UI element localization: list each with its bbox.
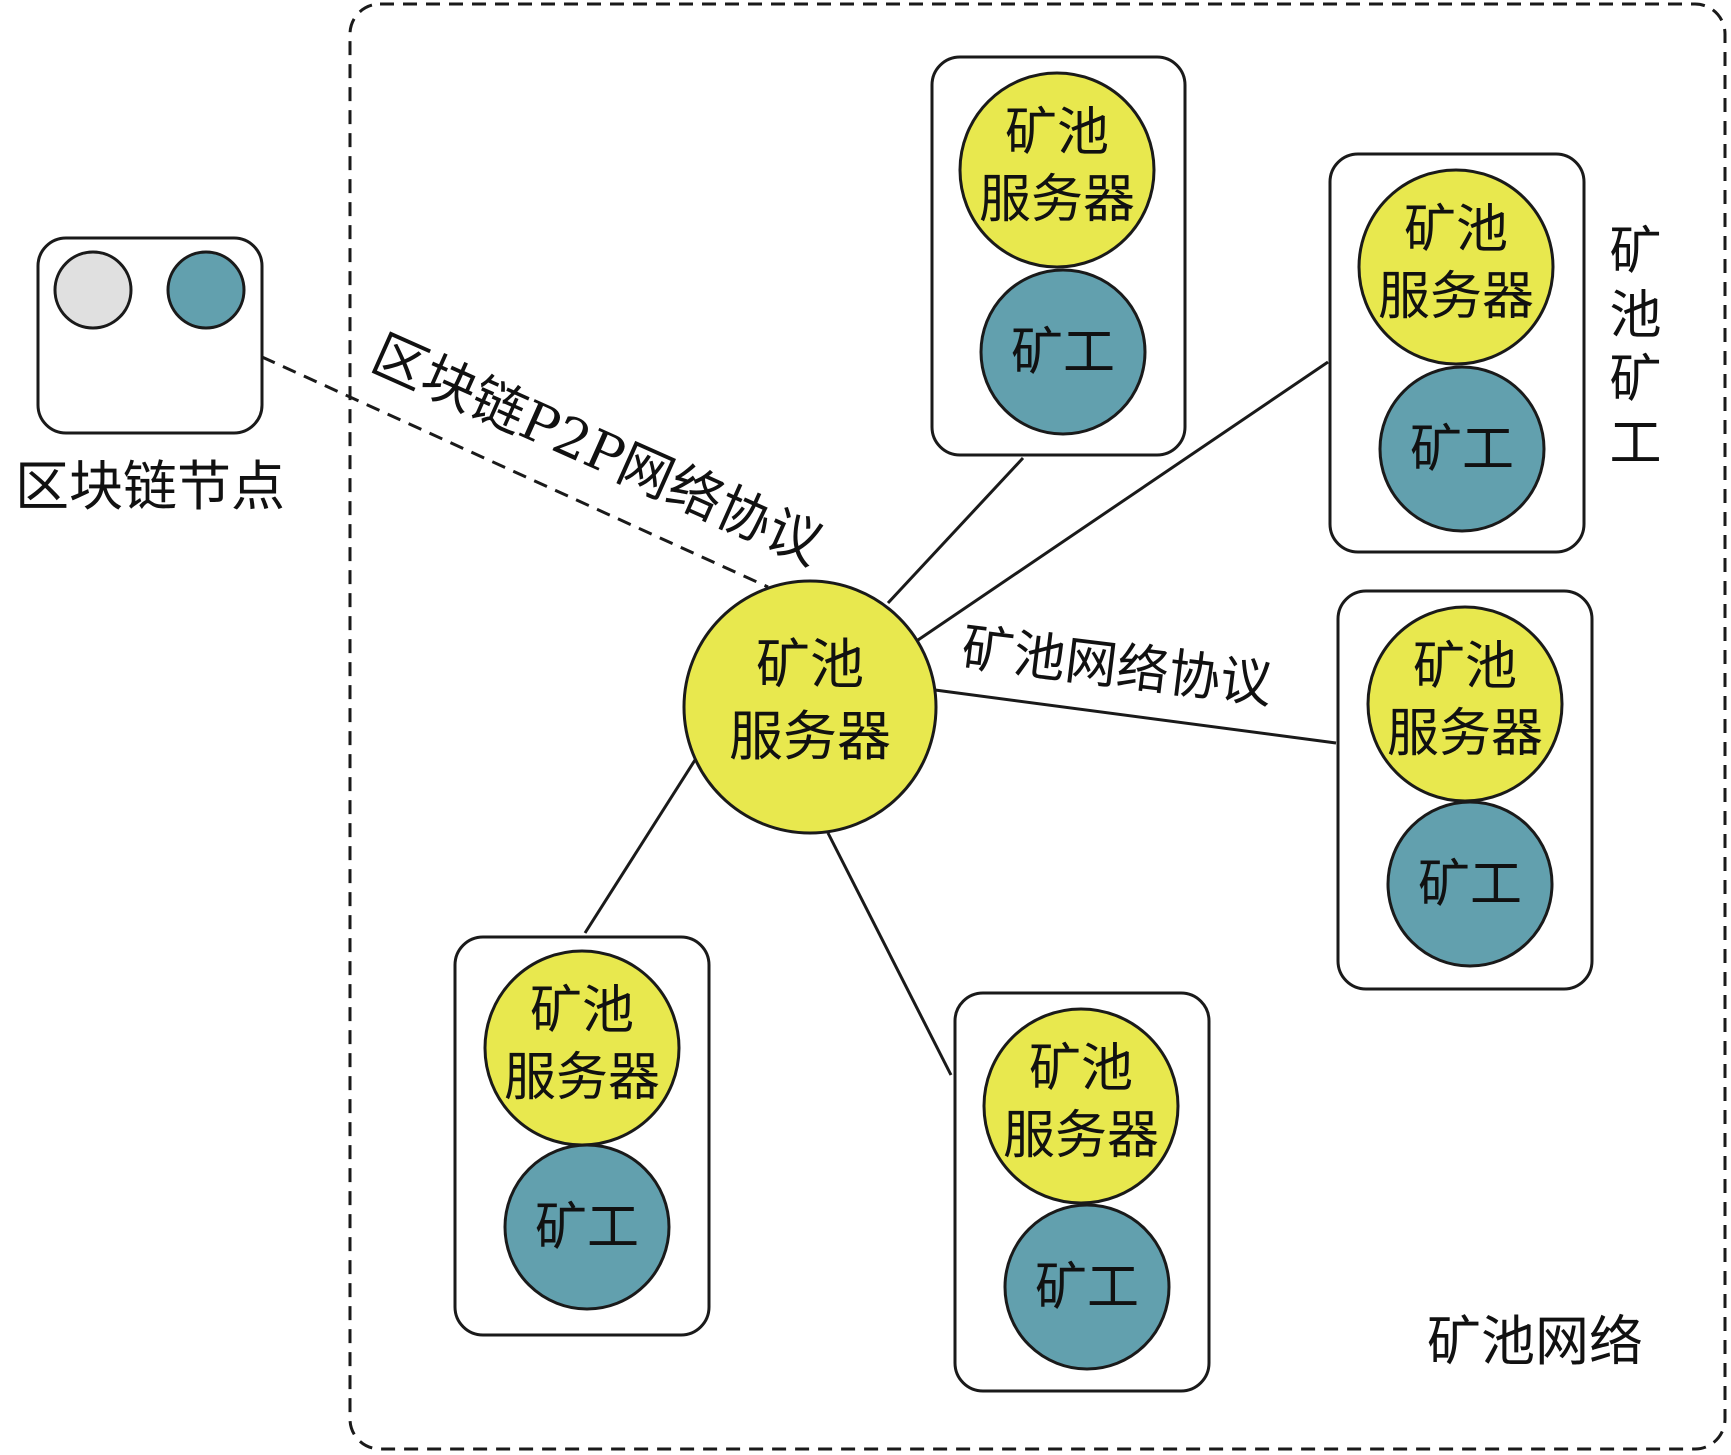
pool-miner-label: 矿池矿工 (1600, 223, 1660, 479)
worker-circle (979, 268, 1147, 436)
pool-server-label-line1: 矿池 (1005, 103, 1109, 163)
node-teal-circle (166, 250, 246, 330)
pool-server-label-line2: 服务器 (1387, 704, 1543, 764)
worker-circle (503, 1143, 671, 1311)
worker-label: 矿工 (535, 1198, 639, 1258)
central-server-circle (682, 579, 938, 835)
pool-link-bottom-left (583, 759, 697, 934)
miner-unit: 矿池 服务器 矿工 (1328, 152, 1586, 554)
pool-server-label-line1: 矿池 (530, 981, 634, 1041)
pool-server-label-line1: 矿池 (1413, 637, 1517, 697)
blockchain-node-label: 区块链节点 (15, 455, 285, 518)
pool-server-circle (982, 1007, 1180, 1205)
central-server-line1: 矿池 (756, 633, 864, 696)
worker-label: 矿工 (1035, 1258, 1139, 1318)
worker-label: 矿工 (1410, 420, 1514, 480)
pool-link-bottom-right (826, 832, 953, 1076)
node-gray-circle (53, 250, 133, 330)
miner-unit: 矿池 服务器 矿工 (1336, 589, 1594, 991)
pool-server-label-line2: 服务器 (504, 1048, 660, 1108)
worker-label: 矿工 (1418, 855, 1522, 915)
worker-circle (1378, 365, 1546, 533)
worker-circle (1003, 1203, 1171, 1371)
connections (261, 355, 1337, 1076)
pool-link-right-lower (934, 688, 1337, 745)
blockchain-node (36, 236, 264, 435)
pool-network-boundary (348, 2, 1727, 1451)
miner-unit: 矿池 服务器 矿工 (453, 935, 711, 1337)
pool-link-right-upper (917, 360, 1329, 642)
miner-unit: 矿池 服务器 矿工 (953, 991, 1211, 1393)
pool-server-label-line2: 服务器 (1003, 1106, 1159, 1166)
pool-server-label-line2: 服务器 (979, 170, 1135, 230)
pool-link-top (886, 456, 1025, 605)
worker-label: 矿工 (1011, 323, 1115, 383)
worker-circle (1386, 800, 1554, 968)
pool-server-label-line2: 服务器 (1378, 267, 1534, 327)
central-pool-server: 矿池 服务器 (682, 579, 938, 835)
p2p-protocol-label: 区块链P2P网络协议 (363, 322, 832, 577)
central-server-line2: 服务器 (729, 705, 891, 768)
pool-server-circle (958, 71, 1156, 269)
pool-network-label: 矿池网络 (1427, 1310, 1643, 1373)
pool-protocol-label: 矿池网络协议 (958, 618, 1275, 716)
pool-server-label-line1: 矿池 (1404, 200, 1508, 260)
pool-server-circle (1357, 168, 1555, 366)
miner-unit: 矿池 服务器 矿工 (930, 55, 1187, 457)
p2p-link (261, 355, 769, 589)
pool-server-label-line1: 矿池 (1029, 1039, 1133, 1099)
